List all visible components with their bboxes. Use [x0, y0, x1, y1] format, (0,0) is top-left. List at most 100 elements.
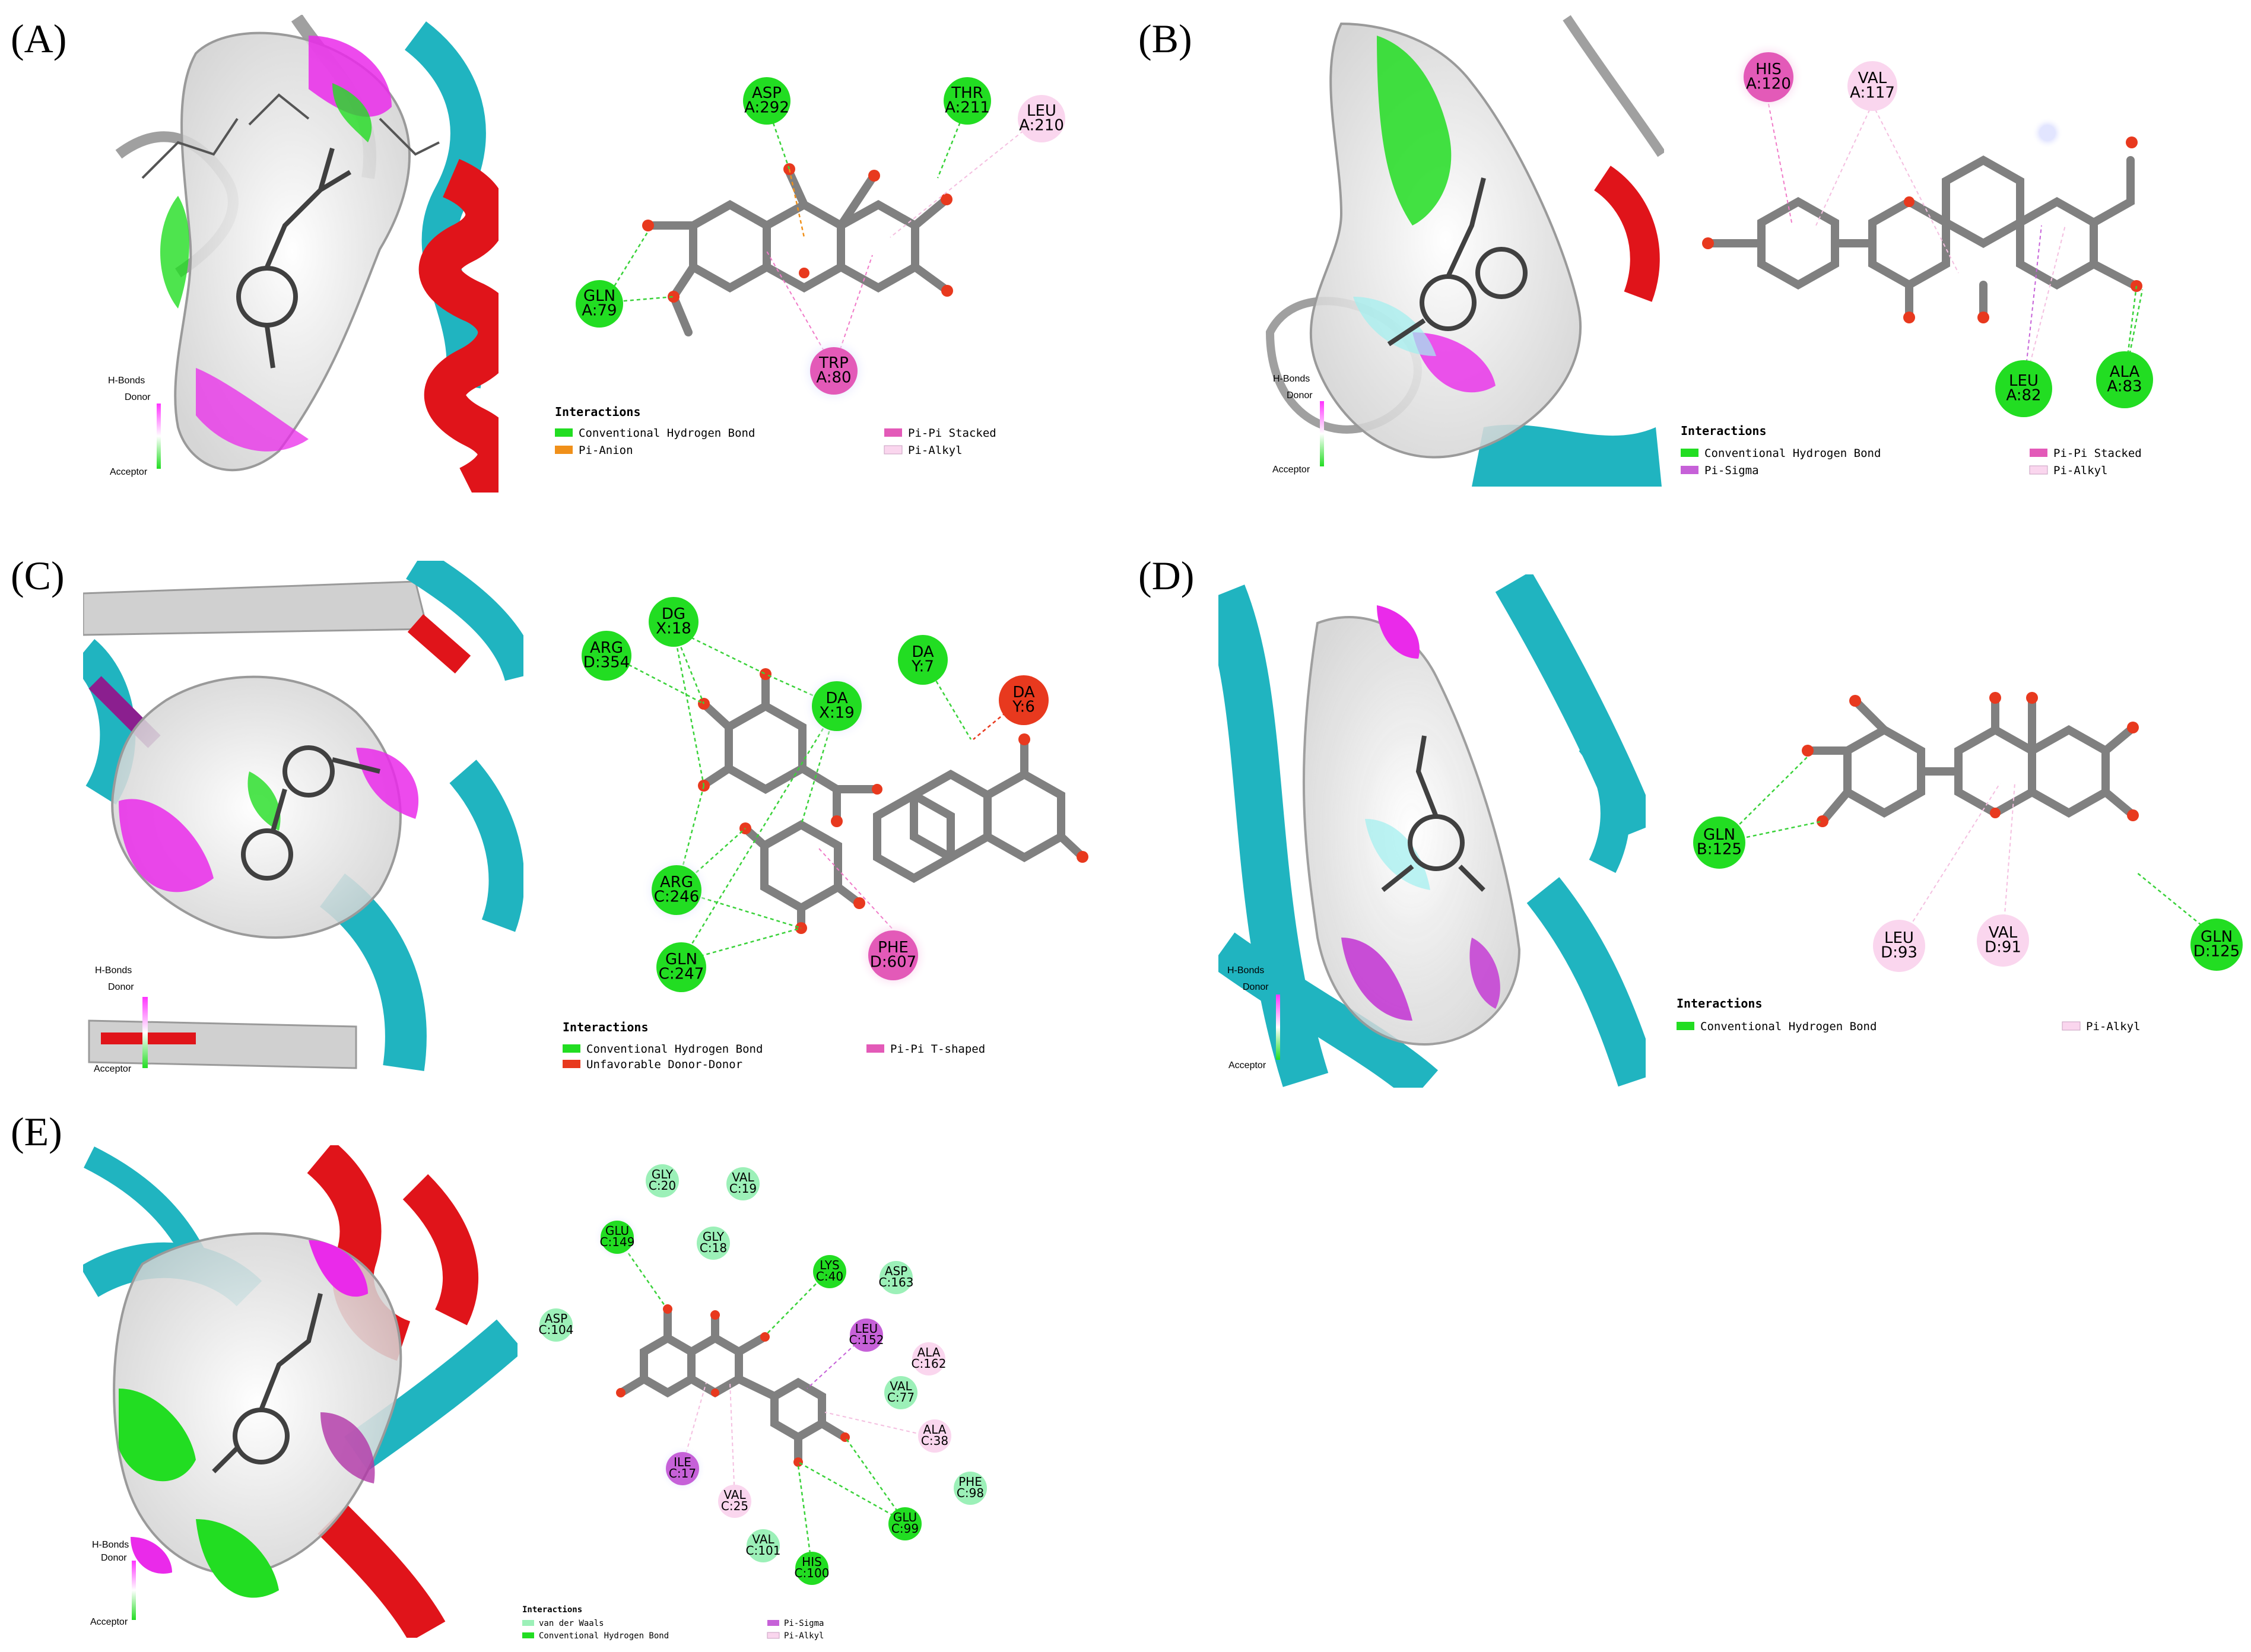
hbonds-key-donor: Donor [1243, 982, 1269, 992]
legend-item: Pi-Sigma [784, 1619, 824, 1628]
legend-item: Conventional Hydrogen Bond [579, 427, 755, 440]
panel-a-legend: Interactions Conventional Hydrogen Bond … [555, 405, 996, 457]
legend-item: Conventional Hydrogen Bond [1700, 1020, 1877, 1033]
panel-e-3d-view: H-Bonds Donor Acceptor [83, 1145, 517, 1638]
legend-item: van der Waals [539, 1619, 604, 1628]
legend-item: Conventional Hydrogen Bond [1704, 447, 1881, 460]
panel-label-b: (B) [1138, 16, 1192, 61]
panel-e-legend: Interactions van der Waals Conventional … [522, 1605, 824, 1641]
legend-item: Pi-Pi Stacked [908, 427, 996, 440]
hbonds-key-donor: Donor [1287, 390, 1313, 401]
panel-label-d: (D) [1138, 553, 1194, 598]
panel-d-legend: Interactions Conventional Hydrogen Bond … [1677, 996, 2141, 1033]
panel-b-legend: Interactions Conventional Hydrogen Bond … [1681, 424, 2142, 477]
legend-title: Interactions [1681, 424, 1767, 438]
panel-c-hbonds-key: H-Bonds Donor Acceptor [94, 965, 148, 1074]
legend-item: Pi-Pi Stacked [2053, 447, 2142, 460]
legend-title: Interactions [563, 1020, 649, 1034]
hbonds-key-donor: Donor [125, 392, 151, 402]
panel-d-hbonds-key: H-Bonds Donor Acceptor [1227, 965, 1280, 1070]
hbonds-key-acceptor: Acceptor [94, 1064, 132, 1074]
hbonds-key-acceptor: Acceptor [1228, 1060, 1266, 1070]
panel-c-3d-view: H-Bonds Donor Acceptor [83, 561, 523, 1089]
legend-item: Conventional Hydrogen Bond [586, 1043, 763, 1056]
panel-a-hbonds-key: H-Bonds Donor Acceptor [108, 376, 161, 477]
hbonds-key-title: H-Bonds [92, 1540, 129, 1550]
legend-item: Pi-Sigma [1704, 464, 1759, 477]
panel-b-3d-view: H-Bonds Donor Acceptor [1263, 12, 1664, 490]
ligand-structure [616, 1304, 850, 1467]
panel-a-3d-view: H-Bonds Donor Acceptor [100, 15, 499, 493]
panel-label-e: (E) [11, 1109, 62, 1154]
hbonds-key-title: H-Bonds [1227, 965, 1264, 976]
ligand-structure [642, 163, 953, 336]
panel-label-a: (A) [11, 16, 66, 61]
legend-item: Pi-Alkyl [784, 1631, 824, 1641]
legend-title: Interactions [522, 1605, 582, 1615]
legend-item: Pi-Alkyl [2053, 464, 2108, 477]
panel-c-legend: Interactions Conventional Hydrogen Bond … [563, 1020, 985, 1071]
hbonds-key-acceptor: Acceptor [90, 1617, 128, 1627]
hbonds-key-acceptor: Acceptor [110, 467, 148, 477]
hbonds-key-title: H-Bonds [108, 376, 145, 386]
panel-label-c: (C) [11, 553, 65, 598]
legend-title: Interactions [555, 405, 641, 419]
